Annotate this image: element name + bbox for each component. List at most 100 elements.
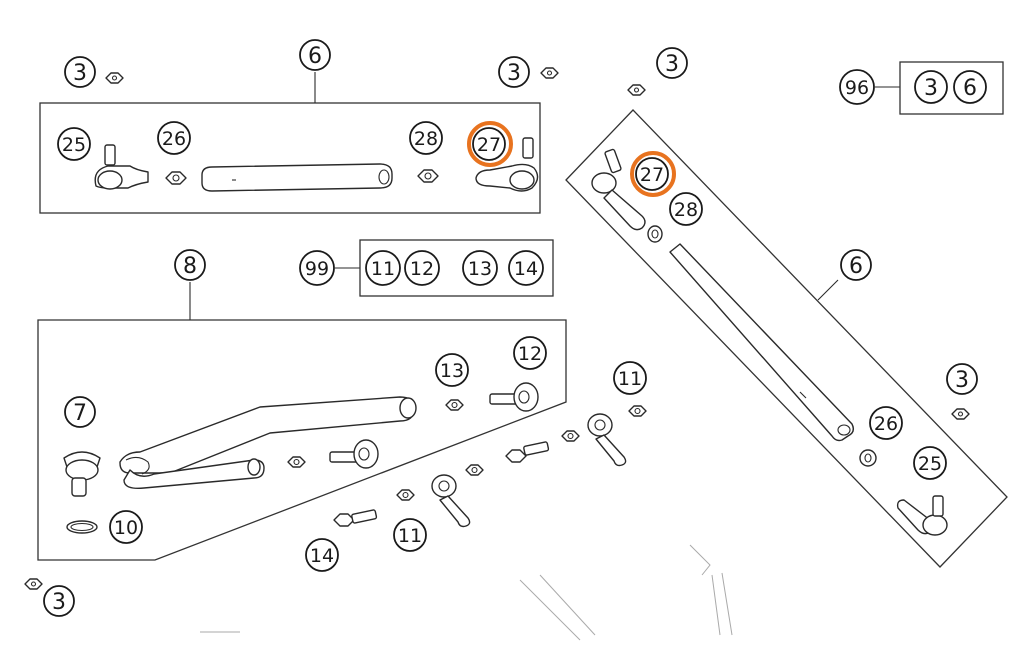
svg-text:96: 96	[845, 77, 869, 99]
svg-text:8: 8	[183, 254, 197, 279]
kit-96-box	[875, 61, 1004, 115]
kit-99-item-13[interactable]: 13	[462, 250, 498, 286]
snap-ring-10[interactable]	[66, 520, 98, 534]
drag-link-arm[interactable]	[119, 396, 417, 490]
bolt-14-lower[interactable]	[333, 509, 378, 527]
callout-3-top-right[interactable]: 3	[656, 47, 688, 79]
rod-end-11-lower[interactable]	[431, 474, 471, 528]
svg-text:11: 11	[618, 368, 642, 390]
callout-25-left[interactable]: 25	[57, 127, 91, 161]
callout-3-top-mid[interactable]: 3	[498, 56, 530, 88]
svg-text:11: 11	[398, 525, 422, 547]
assembly-frame-right	[565, 109, 1008, 568]
assembly-frame-top	[39, 102, 541, 214]
kit-99-item-14[interactable]: 14	[508, 250, 544, 286]
kit-99-item-12[interactable]: 12	[404, 250, 440, 286]
kit-96-item-3[interactable]: 3	[914, 70, 948, 104]
nut-28-top[interactable]	[417, 169, 439, 183]
svg-text:3: 3	[73, 61, 87, 86]
callout-6-top[interactable]: 6	[299, 39, 331, 71]
nut-3-top-mid[interactable]	[540, 67, 559, 79]
svg-text:28: 28	[414, 128, 438, 150]
kit-99-box	[335, 239, 554, 297]
kit-99-frame	[359, 239, 554, 297]
ball-joint-upper-right[interactable]	[591, 148, 646, 231]
callout-7[interactable]: 7	[64, 396, 96, 428]
svg-text:26: 26	[162, 128, 186, 150]
rod-end-11-upper[interactable]	[587, 413, 627, 467]
svg-text:10: 10	[114, 517, 138, 539]
rod-tube-right[interactable]	[669, 243, 855, 442]
ball-joint-7[interactable]	[63, 451, 101, 497]
svg-text:3: 3	[52, 590, 66, 615]
svg-text:14: 14	[514, 258, 538, 280]
drag-link-assembly	[37, 282, 567, 561]
nut-13-lower[interactable]	[287, 456, 306, 468]
bolt-12[interactable]	[489, 382, 539, 412]
svg-text:3: 3	[507, 61, 521, 86]
nut-28-right[interactable]	[647, 225, 663, 243]
svg-text:27: 27	[477, 134, 501, 156]
kit-96-frame	[899, 61, 1004, 115]
nut-11-lower[interactable]	[396, 489, 415, 501]
bolt-14-mid[interactable]	[505, 441, 550, 463]
callout-kit-96[interactable]: 96	[839, 69, 875, 105]
callout-10[interactable]: 10	[109, 510, 143, 544]
callout-8[interactable]: 8	[174, 249, 206, 281]
callout-6-right[interactable]: 6	[840, 249, 872, 281]
rod-tube-top[interactable]	[201, 163, 393, 192]
callout-11-lower[interactable]: 11	[393, 518, 427, 552]
callout-kit-99[interactable]: 99	[299, 250, 335, 286]
callout-25-right[interactable]: 25	[913, 446, 947, 480]
nut-26-right[interactable]	[859, 449, 877, 467]
callout-28-left[interactable]: 28	[409, 121, 443, 155]
tie-rod-assembly-top	[39, 72, 541, 214]
svg-text:11: 11	[371, 258, 395, 280]
tie-rod-assembly-right	[565, 109, 1008, 568]
nut-11-mid[interactable]	[465, 464, 484, 476]
callout-13[interactable]: 13	[435, 353, 469, 387]
ball-joint-lower-right[interactable]	[896, 495, 948, 536]
svg-text:25: 25	[62, 134, 86, 156]
callout-14[interactable]: 14	[305, 538, 339, 572]
nut-3-top-left[interactable]	[105, 72, 124, 84]
nut-13[interactable]	[445, 399, 464, 411]
nut-26-top[interactable]	[165, 171, 187, 185]
background-chassis-lines	[200, 544, 733, 641]
highlight-ring-27-left	[467, 121, 513, 167]
callout-3-top-left[interactable]: 3	[64, 56, 96, 88]
kit-99-item-11[interactable]: 11	[365, 250, 401, 286]
callout-26-right[interactable]: 26	[869, 406, 903, 440]
nut-3-bottom-left[interactable]	[24, 578, 43, 590]
svg-text:12: 12	[410, 258, 434, 280]
nut-3-right[interactable]	[951, 408, 970, 420]
highlight-ring-27-right	[630, 151, 676, 197]
callout-27-right[interactable]: 27	[635, 157, 669, 191]
callout-3-bottom-left[interactable]: 3	[43, 585, 75, 617]
svg-text:99: 99	[305, 258, 329, 280]
nut-11-upper[interactable]	[628, 405, 647, 417]
svg-text:6: 6	[308, 44, 322, 69]
svg-text:6: 6	[849, 254, 863, 279]
kit-96-item-6[interactable]: 6	[953, 70, 987, 104]
svg-text:7: 7	[73, 401, 87, 426]
nut-3-top-right[interactable]	[627, 84, 646, 96]
callout-11-upper[interactable]: 11	[613, 361, 647, 395]
callout-27-left[interactable]: 27	[472, 127, 506, 161]
bolt-12-lower[interactable]	[329, 439, 379, 469]
callout-26-left[interactable]: 26	[157, 121, 191, 155]
callout-12[interactable]: 12	[513, 336, 547, 370]
svg-text:26: 26	[874, 413, 898, 435]
nut-11-right[interactable]	[561, 430, 580, 442]
ball-joint-right-top[interactable]	[475, 137, 539, 192]
ball-joint-left-top[interactable]	[94, 144, 149, 190]
callout-28-right[interactable]: 28	[669, 192, 703, 226]
leader-6-right	[817, 279, 839, 301]
svg-text:3: 3	[955, 368, 969, 393]
svg-text:28: 28	[674, 199, 698, 221]
svg-text:3: 3	[924, 76, 938, 101]
callout-3-right[interactable]: 3	[946, 363, 978, 395]
svg-text:14: 14	[310, 545, 334, 567]
assembly-frame-drag-link	[37, 319, 567, 561]
